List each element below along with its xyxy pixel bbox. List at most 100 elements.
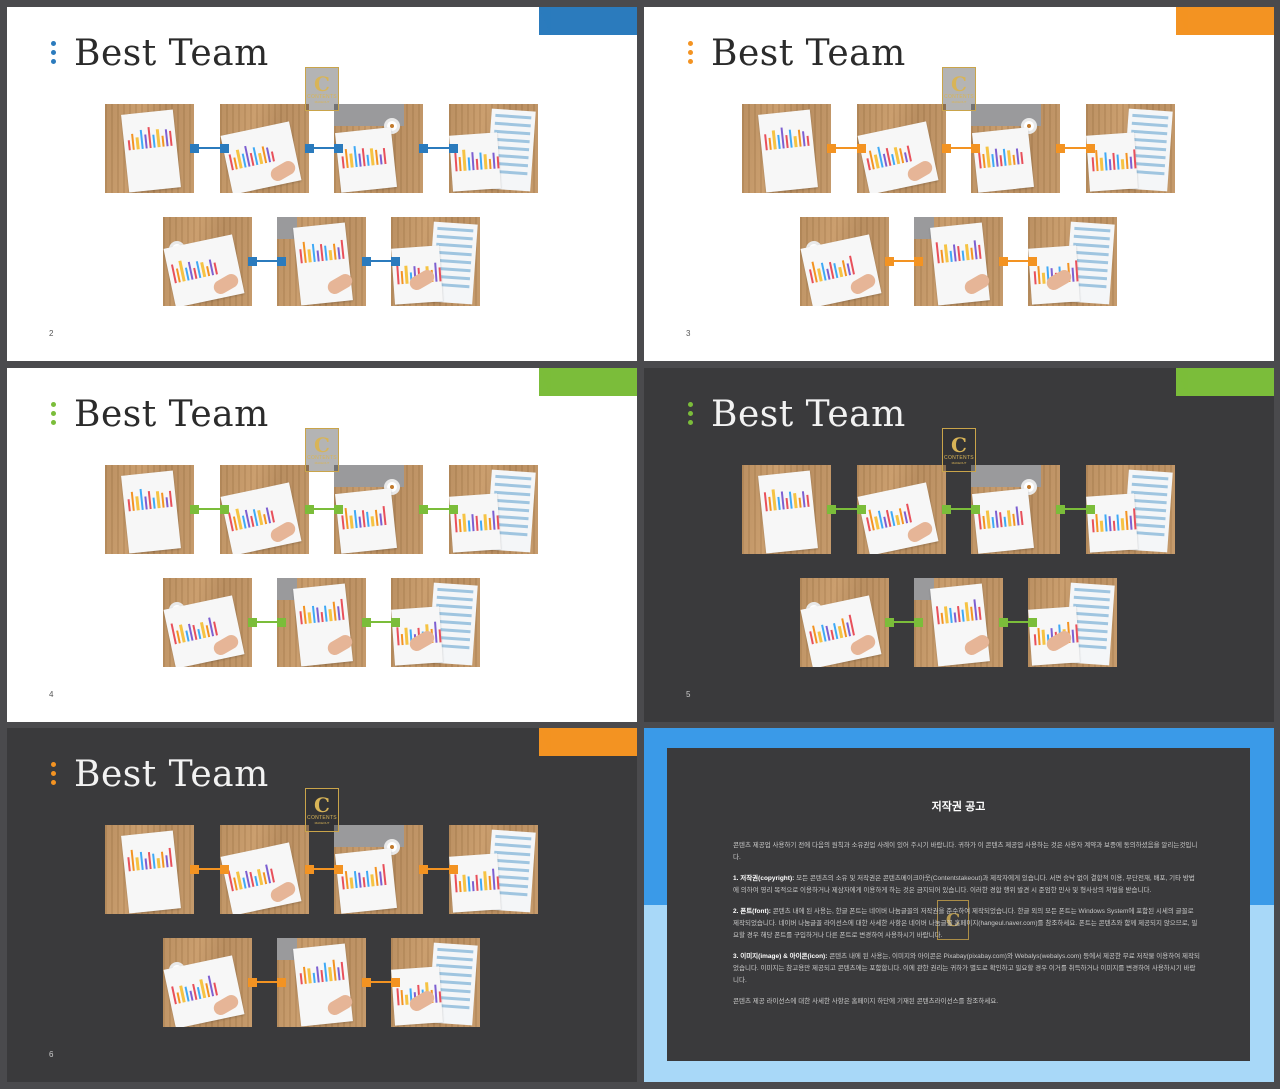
connector-node [885,257,894,266]
chart-bar [127,499,131,512]
connector-line [248,621,286,623]
logo-subtext: MAKEOUT [314,461,330,465]
document-line [437,226,474,233]
chart-bar [483,871,488,891]
corner-accent-fold [1176,7,1188,35]
chart-bar [135,496,140,511]
chart-bar [165,497,169,508]
chart-bar [379,154,383,165]
connector-node [305,144,314,153]
chart-bar [168,847,173,867]
chart-bar [382,505,387,526]
chart-bar [462,513,467,532]
title-dot [688,59,693,64]
chart-bar [467,520,471,532]
document-line [1130,137,1167,144]
chart-bar [965,244,970,261]
chart-bar [1015,148,1020,165]
document-line [1131,490,1168,497]
team-photo [105,825,194,914]
chart-bar [1116,514,1120,531]
chart-paper [449,493,501,553]
bar-chart-graphic [127,485,173,512]
copyright-section-3-text: 콘텐츠 내에 된 사용는, 이미지와 아이콘은 Pixabay(pixabay.… [733,953,1200,984]
chart-bar [788,129,793,148]
chart-paper [293,222,353,306]
chart-bar [370,874,375,887]
bar-chart-graphic [299,958,345,985]
team-photo [277,578,366,667]
title-dot [51,762,56,767]
team-photo [800,578,889,667]
chart-bar [299,973,303,985]
chart-bar [358,153,362,167]
chart-bar [396,627,400,646]
chart-bar [973,599,978,621]
slide-title: Best Team [711,394,906,435]
chart-bar [164,129,169,147]
document-line [495,834,532,841]
document-line [436,242,473,249]
chart-bar [370,516,375,527]
connector-node [914,257,923,266]
copyright-section-2: 2. 폰트(font): 콘텐츠 내에 된 사용는, 한글 폰트는 네이버 나눔… [733,906,1200,942]
chart-bar [340,239,345,259]
slide-title: Best Team [74,394,269,435]
chart-bar [935,606,940,625]
copyright-section-1: 1. 저작권(copyright): 모든 콘텐츠의 소유 및 저작권은 콘텐츠… [733,873,1200,897]
team-photo [163,578,252,667]
document-line [435,258,472,265]
chart-bar [1012,154,1016,165]
chart-bar [331,959,337,981]
copyright-slide[interactable]: 저작권 공고 C 콘텐츠 제공업 사용하기 전에 다음의 원칙과 소유권업 사례… [644,728,1274,1082]
chart-bar [1112,520,1116,531]
logo-letter: C [314,793,330,817]
connector-node [391,257,400,266]
title-dot [51,41,56,46]
team-photo [391,578,480,667]
chart-bar [139,129,144,150]
chart-bar [985,146,991,168]
team-photo [220,104,309,193]
chart-paper [930,222,990,306]
chart-bar [311,243,316,263]
chart-bar [459,880,462,893]
chart-bar [771,489,777,511]
chart-bar [940,249,945,263]
document-line [1073,603,1110,610]
chart-bar [144,134,148,149]
connector-node [190,144,199,153]
document-line [435,611,472,618]
team-photo [449,465,538,554]
page-number: 6 [49,1050,54,1059]
title-dots-icon [51,762,57,788]
chart-bar [462,874,467,892]
document-line [437,587,474,594]
connector-node [334,144,343,153]
bar-chart-graphic [864,501,913,532]
corner-accent-fold [1176,368,1188,396]
chart-bar [798,497,802,508]
bar-chart-graphic [763,485,810,512]
chart-bar [374,866,379,886]
chart-bar [168,130,173,146]
bar-chart-graphic [127,124,173,151]
copyright-section-2-label: 2. 폰트(font): [733,908,771,915]
chart-bar [953,612,957,623]
document-line [493,145,530,152]
connector-node [1056,505,1065,514]
chart-bar [763,492,768,512]
copyright-intro: 콘텐츠 제공업 사용하기 전에 다음의 원칙과 소유권업 사례이 있어 주시기 … [733,842,1198,861]
team-photo [800,217,889,306]
chart-bar [999,512,1003,528]
title-dots-icon [51,402,57,428]
title-dot [51,50,56,55]
document-line [1131,482,1168,489]
